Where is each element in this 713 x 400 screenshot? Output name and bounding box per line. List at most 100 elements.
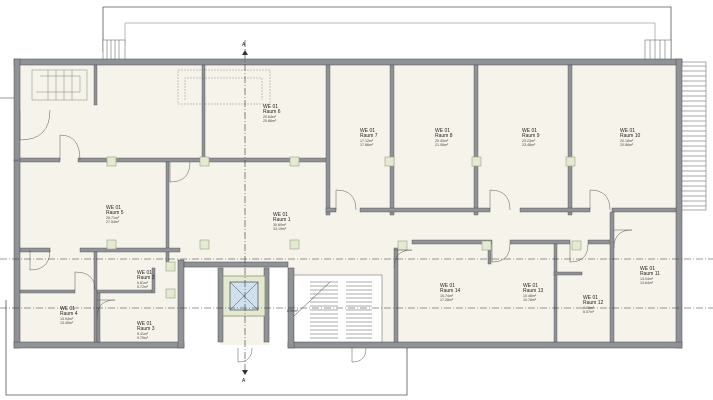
stair-area-label: 8.95m² xyxy=(287,309,299,313)
door-swing xyxy=(335,189,357,211)
room-area: 17.86m² xyxy=(360,143,374,147)
room-label: WE 01 Raum 5 26.71m² 27.54m² xyxy=(106,205,124,224)
room-area: 8.06m² xyxy=(583,306,595,310)
room-area: 26.71m² xyxy=(106,216,120,220)
room-area: 20.64m² xyxy=(263,115,277,119)
column xyxy=(199,156,210,167)
door-swing xyxy=(589,189,611,211)
room-name: Raum 14 xyxy=(440,288,461,294)
room-unit: WE 01 xyxy=(620,128,635,134)
room-unit: WE 01 xyxy=(435,128,450,134)
room-unit: WE 01 xyxy=(640,266,655,272)
room-area: 13.04m² xyxy=(640,277,654,281)
column xyxy=(384,156,395,167)
room-unit: WE 01 xyxy=(522,128,537,134)
section-arrow-bottom xyxy=(242,370,248,375)
room-name: Raum 3 xyxy=(137,326,155,332)
room-unit: WE 01 xyxy=(273,212,288,218)
room-area: 23.23m² xyxy=(522,139,536,143)
section-mark-bottom: A xyxy=(242,378,246,384)
door-swing xyxy=(237,347,253,363)
exterior-stair-top-right xyxy=(644,39,672,61)
room-name: Raum 4 xyxy=(60,311,78,317)
column xyxy=(565,156,576,167)
room-name: Raum 9 xyxy=(522,133,540,139)
door-swing xyxy=(393,249,413,269)
room-area: 5.72m² xyxy=(137,285,149,289)
internal-stair-2 xyxy=(177,69,271,105)
door-swing xyxy=(613,229,633,249)
room-labels: WE 01 Raum 6 20.64m² 20.86m² WE 01 Raum … xyxy=(60,104,660,340)
column xyxy=(199,239,210,250)
room-area: 17.12m² xyxy=(360,139,374,143)
room-area: 9.79m² xyxy=(137,336,149,340)
room-name: Raum 13 xyxy=(523,288,544,294)
room-name: Raum 8 xyxy=(435,133,453,139)
room-unit: WE 01 xyxy=(137,270,152,276)
door-swing xyxy=(351,347,367,363)
column xyxy=(165,261,176,272)
column xyxy=(289,239,300,250)
room-unit: WE 01 xyxy=(60,306,75,312)
room-unit: WE 01 xyxy=(440,283,455,289)
room-area: 21.06m² xyxy=(435,143,449,147)
room-label: WE 01 Raum 9 23.23m² 23.48m² xyxy=(522,128,540,147)
room-label: WE 01 Raum 3 9.41m² 9.79m² xyxy=(137,321,155,340)
door-swing xyxy=(96,299,116,319)
room-area: 10.46m² xyxy=(523,294,537,298)
column xyxy=(106,239,117,250)
room-area: 20.40m² xyxy=(435,139,449,143)
room-area: 20.18m² xyxy=(620,139,634,143)
lift-shaft xyxy=(222,275,266,317)
room-label: WE 01 Raum 11 13.04m² 13.64m² xyxy=(640,266,660,285)
door-swing xyxy=(489,189,511,211)
room-area: 20.86m² xyxy=(263,119,277,123)
room-area: 15.74m² xyxy=(440,294,454,298)
room-area: 20.86m² xyxy=(620,143,634,147)
room-label: WE 01 Raum 4 13.94m² 13.45m² xyxy=(60,306,78,325)
room-area: 9.41m² xyxy=(137,332,149,336)
room-name: Raum 6 xyxy=(263,109,281,115)
room-name: Raum 10 xyxy=(620,133,641,139)
room-label: WE 01 Raum 1 30.60m² 33.19m² xyxy=(273,212,291,231)
door-swing xyxy=(29,249,51,271)
room-area: 10.78m² xyxy=(523,298,537,302)
room-unit: WE 01 xyxy=(137,321,152,327)
room-name: Raum 11 xyxy=(640,271,660,277)
room-unit: WE 01 xyxy=(106,205,121,211)
room-unit: WE 01 xyxy=(263,104,278,110)
room-area: 30.60m² xyxy=(273,223,287,227)
column xyxy=(289,156,300,167)
room-area: 13.64m² xyxy=(640,281,654,285)
room-label: WE 01 Raum 7 17.12m² 17.86m² xyxy=(360,128,378,147)
columns xyxy=(106,156,582,299)
door-swing xyxy=(569,243,589,263)
room-name: Raum 2 xyxy=(137,275,155,281)
main-stair xyxy=(293,274,383,343)
room-name: Raum 5 xyxy=(106,210,124,216)
room-label: WE 01 Raum 2 5.81m² 5.72m² xyxy=(137,270,155,289)
roof-outline-inner xyxy=(124,22,656,50)
doors xyxy=(19,109,633,363)
room-name: Raum 7 xyxy=(360,133,378,139)
column xyxy=(165,288,176,299)
room-unit: WE 01 xyxy=(523,283,538,289)
door-swing xyxy=(59,134,81,161)
door-swing xyxy=(491,243,511,263)
room-area: 8.07m² xyxy=(583,310,595,314)
door-swing xyxy=(74,271,96,291)
room-label: WE 01 Raum 14 15.74m² 17.28m² xyxy=(440,283,461,302)
room-label: WE 01 Raum 8 20.40m² 21.06m² xyxy=(435,128,453,147)
section-markers: A A xyxy=(242,42,248,384)
column xyxy=(471,156,482,167)
room-label: WE 01 Raum 12 8.06m² 8.07m² xyxy=(583,295,604,314)
exterior-stair-left xyxy=(102,39,126,61)
door-swing xyxy=(169,161,191,183)
room-area: 27.54m² xyxy=(106,220,120,224)
room-area: 13.45m² xyxy=(60,321,74,325)
room-label: WE 01 Raum 6 20.64m² 20.86m² xyxy=(263,104,281,123)
room-area: 33.19m² xyxy=(273,227,287,231)
column xyxy=(106,156,117,167)
column xyxy=(397,240,408,251)
